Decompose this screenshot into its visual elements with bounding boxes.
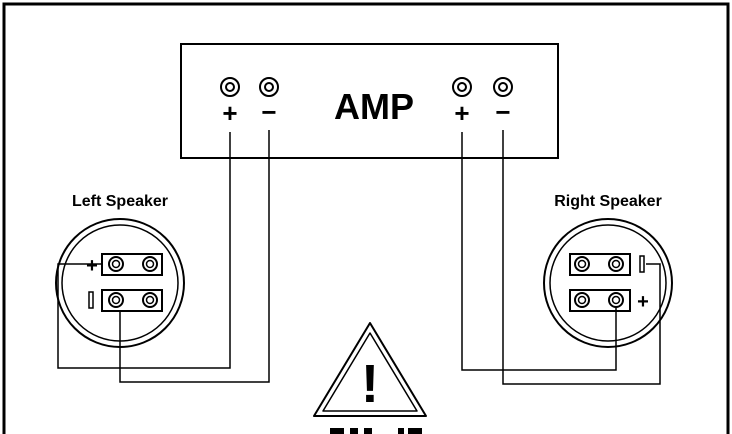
amp-box	[180, 43, 559, 159]
right-speaker-outer-ring	[543, 218, 673, 348]
wiring	[57, 130, 661, 385]
right-speaker: Right Speaker +	[543, 193, 673, 348]
right-speaker-negative-mark	[639, 255, 645, 273]
amp-left-negative-sign: −	[261, 97, 276, 127]
wire-right-positive	[461, 132, 617, 371]
warning-sign: !	[313, 322, 427, 417]
amp-left-positive-sign: +	[222, 98, 237, 128]
amp-label: AMP	[334, 86, 414, 127]
left-speaker-negative-mark	[88, 291, 94, 309]
right-speaker-positive-sign: +	[637, 291, 649, 313]
warning-caption-fragment	[330, 428, 422, 434]
warning-exclamation-icon: !	[361, 354, 379, 414]
left-speaker-label: Left Speaker	[72, 193, 168, 210]
wire-right-negative	[502, 130, 661, 385]
wire-left-positive	[57, 132, 231, 369]
amplifier: AMP + − + −	[180, 43, 559, 159]
wire-left-negative	[119, 130, 270, 383]
right-speaker-label: Right Speaker	[554, 193, 662, 210]
amp-right-negative-sign: −	[495, 97, 510, 127]
left-speaker-positive-sign: +	[86, 255, 98, 277]
right-speaker-inner-ring	[549, 224, 667, 342]
warning-triangle-outer	[313, 322, 427, 417]
amp-right-positive-sign: +	[454, 98, 469, 128]
amp-left-negative-terminal: −	[259, 77, 279, 127]
warning-triangle-inner	[322, 332, 418, 412]
amp-right-negative-terminal: −	[493, 77, 513, 127]
amp-right-positive-terminal: +	[452, 77, 472, 128]
amp-left-positive-terminal: +	[220, 77, 240, 128]
